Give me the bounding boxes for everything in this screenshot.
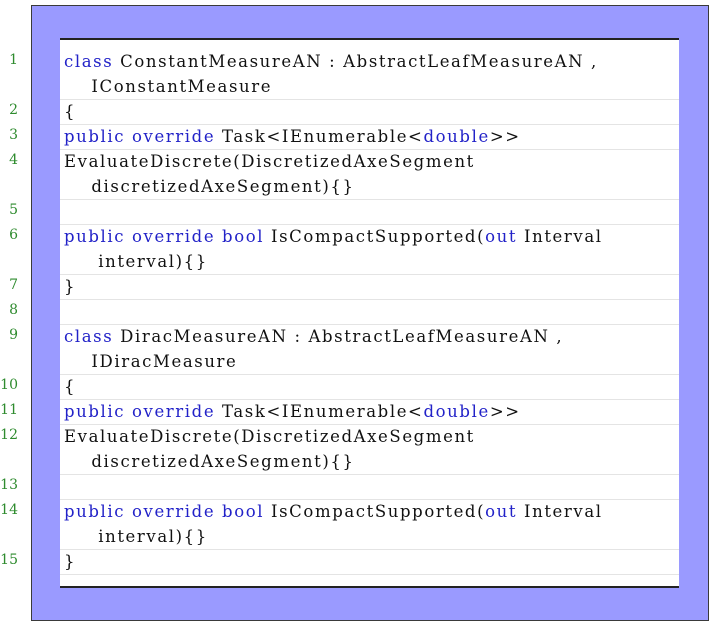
code-token: IConstantMeasure <box>64 77 273 96</box>
code-token: Task<IEnumerable< <box>215 127 424 146</box>
code-row: public override bool IsCompactSupported(… <box>64 500 603 524</box>
code-row: discretizedAxeSegment){} <box>64 450 355 474</box>
code-keyword: double <box>423 127 490 146</box>
code-token: DiracMeasureAN : AbstractLeafMeasureAN , <box>113 327 564 346</box>
code-token: IDiracMeasure <box>64 352 238 371</box>
code-token: ConstantMeasureAN : AbstractLeafMeasureA… <box>113 52 598 71</box>
code-keyword: public override <box>64 402 216 421</box>
line-number: 14 <box>0 502 18 518</box>
code-token: EvaluateDiscrete(DiscretizedAxeSegment <box>64 152 475 171</box>
code-line: { <box>60 100 679 125</box>
code-token: interval){} <box>64 527 208 546</box>
code-line: public override bool IsCompactSupported(… <box>60 225 679 275</box>
code-row: public override Task<IEnumerable<double>… <box>64 400 521 424</box>
code-line: class DiracMeasureAN : AbstractLeafMeasu… <box>60 325 679 375</box>
code-token: Interval <box>517 502 603 521</box>
line-number: 1 <box>9 52 18 68</box>
code-token: >> <box>489 402 521 421</box>
code-line: public override bool IsCompactSupported(… <box>60 500 679 550</box>
code-line: public override Task<IEnumerable<double>… <box>60 125 679 150</box>
code-row: class ConstantMeasureAN : AbstractLeafMe… <box>64 50 598 74</box>
code-token: discretizedAxeSegment){} <box>64 177 355 196</box>
code-line: { <box>60 375 679 400</box>
code-token: Interval <box>517 227 603 246</box>
code-token: EvaluateDiscrete(DiscretizedAxeSegment <box>64 427 475 446</box>
code-row: interval){} <box>64 250 208 274</box>
code-token: Task<IEnumerable< <box>215 402 424 421</box>
code-token: { <box>64 102 77 121</box>
code-row: IDiracMeasure <box>64 350 237 374</box>
code-row: } <box>64 550 76 574</box>
code-token: >> <box>489 127 521 146</box>
code-line: public override Task<IEnumerable<double>… <box>60 400 679 425</box>
code-row: IConstantMeasure <box>64 75 272 99</box>
code-line: EvaluateDiscrete(DiscretizedAxeSegment d… <box>60 425 679 475</box>
code-keyword: class <box>64 327 114 346</box>
code-token: IsCompactSupported( <box>264 227 486 246</box>
code-token: discretizedAxeSegment){} <box>64 452 355 471</box>
code-line: EvaluateDiscrete(DiscretizedAxeSegment d… <box>60 150 679 200</box>
code-keyword: public override bool <box>64 227 265 246</box>
line-number: 6 <box>9 227 18 243</box>
code-keyword: public override bool <box>64 502 265 521</box>
code-row: public override Task<IEnumerable<double>… <box>64 125 521 149</box>
code-listing: class ConstantMeasureAN : AbstractLeafMe… <box>60 38 679 588</box>
code-line <box>60 200 679 225</box>
line-number: 3 <box>9 127 18 143</box>
code-token: IsCompactSupported( <box>264 502 486 521</box>
code-token: { <box>64 377 77 396</box>
code-row: EvaluateDiscrete(DiscretizedAxeSegment <box>64 150 475 174</box>
line-number: 12 <box>0 427 18 443</box>
code-row: { <box>64 100 76 124</box>
code-row: interval){} <box>64 525 208 549</box>
code-row: public override bool IsCompactSupported(… <box>64 225 603 249</box>
code-row: } <box>64 275 76 299</box>
code-keyword: out <box>485 502 518 521</box>
code-line: class ConstantMeasureAN : AbstractLeafMe… <box>60 50 679 100</box>
line-number: 5 <box>9 202 18 218</box>
line-number: 13 <box>0 477 18 493</box>
line-number: 8 <box>9 302 18 318</box>
code-line: } <box>60 275 679 300</box>
code-token: interval){} <box>64 252 208 271</box>
line-number: 7 <box>9 277 18 293</box>
code-row: class DiracMeasureAN : AbstractLeafMeasu… <box>64 325 563 349</box>
code-line <box>60 475 679 500</box>
code-token: } <box>64 277 77 296</box>
line-number: 4 <box>9 152 18 168</box>
code-line <box>60 300 679 325</box>
code-keyword: out <box>485 227 518 246</box>
code-keyword: double <box>423 402 490 421</box>
code-line: } <box>60 550 679 575</box>
code-row: EvaluateDiscrete(DiscretizedAxeSegment <box>64 425 475 449</box>
line-number: 11 <box>0 402 18 418</box>
line-number: 15 <box>0 552 18 568</box>
line-number: 10 <box>0 377 18 393</box>
code-row: { <box>64 375 76 399</box>
code-token: } <box>64 552 77 571</box>
code-keyword: public override <box>64 127 216 146</box>
line-number: 9 <box>9 327 18 343</box>
code-keyword: class <box>64 52 114 71</box>
line-number: 2 <box>9 102 18 118</box>
code-row: discretizedAxeSegment){} <box>64 175 355 199</box>
